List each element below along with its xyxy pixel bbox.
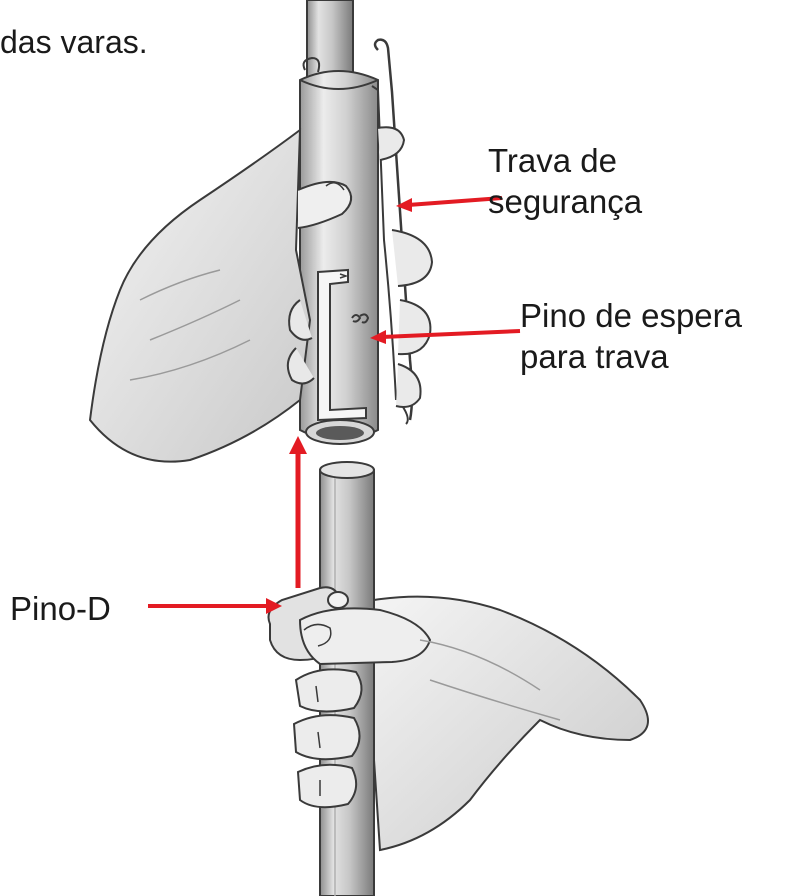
arrow-trava	[396, 198, 502, 212]
sleeve-tube	[300, 58, 378, 444]
arrow-pino-d	[148, 598, 282, 614]
label-trava-line1: Trava de	[488, 140, 642, 181]
label-pino-espera-line2: para trava	[520, 336, 742, 377]
label-trava-line2: segurança	[488, 181, 642, 222]
label-trava-de-seguranca: Trava de segurança	[488, 140, 642, 222]
intro-text: das varas.	[0, 22, 148, 63]
label-pino-d: Pino-D	[10, 588, 111, 629]
arrow-up-insert	[289, 436, 307, 588]
label-pino-de-espera: Pino de espera para trava	[520, 295, 742, 377]
label-pino-espera-line1: Pino de espera	[520, 295, 742, 336]
